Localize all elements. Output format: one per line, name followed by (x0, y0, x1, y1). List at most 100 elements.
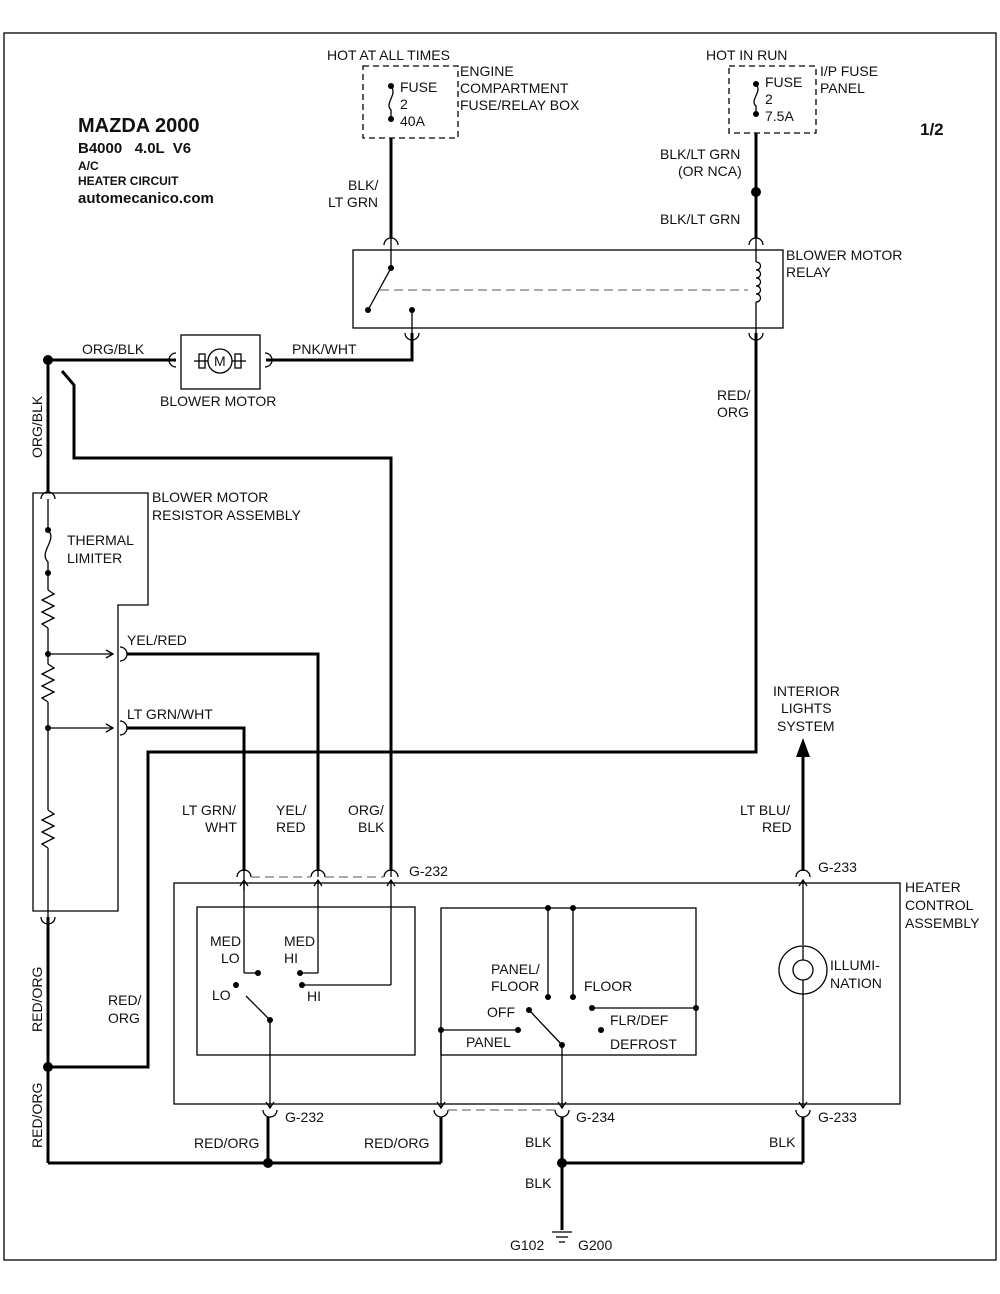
wire-label-red-org-a2: ORG (717, 404, 749, 420)
connector-g232-top: G-232 (409, 863, 448, 879)
wire-org-blk-hi (60, 370, 393, 871)
wire-red-org-relay (48, 333, 758, 1069)
ground-g200: G200 (578, 1237, 612, 1253)
fuse-left-line2: 2 (400, 96, 408, 112)
hca-label-1: HEATER (905, 879, 961, 895)
wire-label-org-blk: ORG/BLK (82, 341, 145, 357)
switch-lo: LO (212, 987, 231, 1003)
motor-icon: M (194, 348, 246, 374)
splice-nca (751, 187, 761, 197)
engine-box-line1: ENGINE (460, 63, 514, 79)
wire-label-red-org-bottom-2: RED/ORG (364, 1135, 429, 1151)
illum-label-1: ILLUMI- (830, 957, 880, 973)
wire-label-red-org-b1: RED/ (108, 992, 142, 1008)
mode-panel-floor-2: FLOOR (491, 978, 539, 994)
wire-label-org-blk-2: BLK (358, 819, 385, 835)
mode-off: OFF (487, 1004, 515, 1020)
site-label: automecanico.com (78, 190, 214, 207)
wire-label-red-org-b2: ORG (108, 1010, 140, 1026)
hot-at-all-times-label: HOT AT ALL TIMES (327, 47, 450, 63)
wire-label-ltgrn-wht-2: WHT (205, 819, 237, 835)
page-title: MAZDA 2000 (78, 115, 200, 137)
interior-label-3: SYSTEM (777, 718, 835, 734)
resistor-label-1: BLOWER MOTOR (152, 489, 268, 505)
wire-label-ltgrn-wht-1: LT GRN/ (182, 802, 236, 818)
thermal-limiter-icon (44, 529, 52, 573)
splice-red-org-left (43, 1062, 53, 1072)
motor-label: BLOWER MOTOR (160, 393, 276, 409)
resistor-3-icon (40, 728, 56, 917)
engine-box-line2: COMPARTMENT (460, 80, 569, 96)
wire-pnk-wht (266, 333, 414, 362)
engine-fuse-box (362, 65, 459, 139)
wire-label-yel-red: YEL/RED (127, 632, 187, 648)
blower-motor-relay (352, 249, 784, 329)
motor-symbol: M (214, 353, 226, 369)
relay-label-2: RELAY (786, 264, 832, 280)
wire-label-lt-grn-wht: LT GRN/WHT (127, 706, 213, 722)
mode-flr-def: FLR/DEF (610, 1012, 668, 1028)
wire-label-red-org-bottom-1: RED/ORG (194, 1135, 259, 1151)
interior-label-1: INTERIOR (773, 683, 840, 699)
page-border (3, 32, 997, 1261)
arrow-up-icon (796, 738, 810, 757)
engine-box-line3: FUSE/RELAY BOX (460, 97, 580, 113)
wire-label-lt-blu-red-2: RED (762, 819, 792, 835)
fuse-right-line1: FUSE (765, 74, 802, 90)
switch-med-hi-1: MED (284, 933, 315, 949)
resistor-1-icon (40, 573, 56, 654)
blower-motor-box (180, 334, 261, 390)
connector-g232-bot: G-232 (285, 1109, 324, 1125)
wire-yel-red (127, 652, 320, 871)
thermal-label-2: LIMITER (67, 550, 122, 566)
mode-panel-floor-1: PANEL/ (491, 961, 540, 977)
wire-label-blk-ltgrn-3: BLK/LT GRN (660, 211, 740, 227)
wire-label-red-org-v2: RED/ORG (29, 1083, 45, 1148)
ip-fuse-box (728, 65, 817, 134)
mode-defrost: DEFROST (610, 1036, 677, 1052)
wire-label-yel-red-2: RED (276, 819, 306, 835)
system-label: A/C (78, 159, 99, 173)
thermal-label-1: THERMAL (67, 532, 134, 548)
fuse-7-5a-icon (753, 81, 759, 117)
wire-label-blk-ltgrn-nca-2: (OR NCA) (678, 163, 742, 179)
mode-switch-box (440, 907, 697, 1056)
model-label: B4000 4.0L V6 (78, 140, 191, 157)
wire-label-blk-ltgrn-nca-1: BLK/LT GRN (660, 146, 740, 162)
wire-label-org-blk-1: ORG/ (348, 802, 384, 818)
wire-label-red-org-v1: RED/ORG (29, 967, 45, 1032)
wire-label-blk: BLK/ (348, 177, 378, 193)
wire-label-org-blk-vert: ORG/BLK (29, 395, 45, 458)
connector-g233-top: G-233 (818, 859, 857, 875)
fuse-right-line2: 2 (765, 91, 773, 107)
wire-label-blk-1: BLK (525, 1134, 552, 1150)
ip-panel-line1: I/P FUSE (820, 63, 878, 79)
relay-label-1: BLOWER MOTOR (786, 247, 902, 263)
wire-label-pnk-wht: PNK/WHT (292, 341, 357, 357)
wire-label-lt-blu-red-1: LT BLU/ (740, 802, 790, 818)
ip-panel-line2: PANEL (820, 80, 865, 96)
hca-label-2: CONTROL (905, 897, 974, 913)
blower-switch-box (196, 906, 416, 1056)
connector-g233-bot: G-233 (818, 1109, 857, 1125)
heater-control-assembly (173, 882, 901, 1105)
splice-blk (557, 1158, 567, 1168)
fuse-right-line3: 7.5A (765, 108, 794, 124)
switch-med-lo-2: LO (221, 950, 240, 966)
resistor-label-2: RESISTOR ASSEMBLY (152, 507, 302, 523)
mode-switch-arm (528, 1009, 563, 1046)
switch-hi: HI (307, 988, 321, 1004)
wire-lt-grn-wht (127, 726, 246, 871)
page-number: 1/2 (920, 120, 944, 139)
fuse-left-line3: 40A (400, 113, 426, 129)
resistor-2-icon (40, 654, 56, 728)
switch-med-lo-1: MED (210, 933, 241, 949)
ground-icon (552, 1231, 572, 1243)
connector-g234-bot: G-234 (576, 1109, 615, 1125)
wire-label-blk-3: BLK (525, 1175, 552, 1191)
interior-label-2: LIGHTS (781, 700, 832, 716)
wire-label-yel-red-1: YEL/ (276, 802, 306, 818)
fuse-left-line1: FUSE (400, 79, 437, 95)
hot-in-run-label: HOT IN RUN (706, 47, 787, 63)
